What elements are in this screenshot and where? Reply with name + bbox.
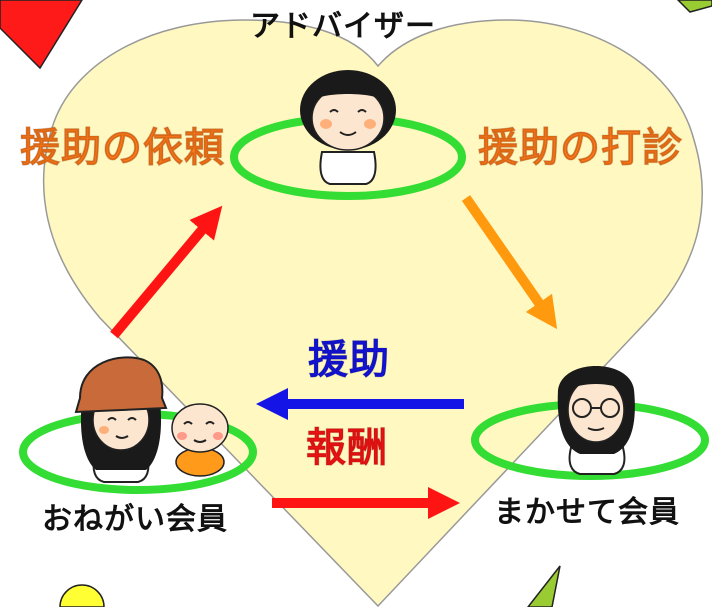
advisor-person-icon [300,70,396,185]
offer-arrow [461,195,558,330]
requester-person-icon [74,356,168,483]
baby-icon [171,403,229,477]
reward-label: 報酬 [306,425,388,471]
request-arrow [110,205,223,339]
request-assistance-label: 援助の依頼 [20,125,225,171]
corner-yellow-circle [59,584,105,608]
offer-assistance-label: 援助の打診 [478,125,683,171]
corner-red-shape [0,0,83,70]
corner-green-shape-top [676,0,712,13]
provider-person-icon [557,366,635,475]
corner-green-shape-bottom [526,565,561,608]
advisor-label: アドバイザー [250,9,436,44]
requester-label: おねがい会員 [42,502,228,537]
assistance-label: 援助 [308,337,390,383]
heart-shape [42,19,703,608]
provider-label: まかせて会員 [494,495,680,530]
